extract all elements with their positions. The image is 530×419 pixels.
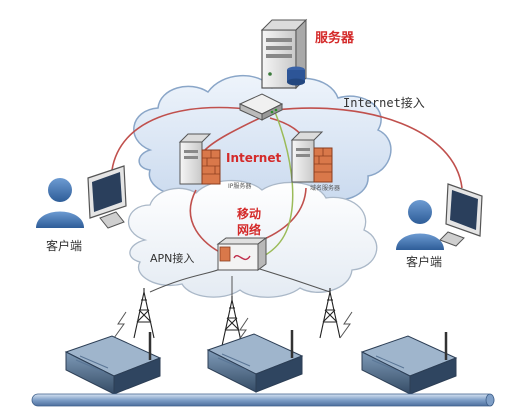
desktop-icon [87,165,127,229]
domain-server-label: 域名服务器 [310,184,340,192]
tower-icon [133,288,155,339]
internet-label: Internet [226,151,281,165]
tower-icon [221,296,243,347]
lightning-icon [113,311,127,339]
server-label: 服务器 [315,30,355,46]
client-right-label: 客户端 [406,254,442,269]
apn-access-label: APN接入 [150,252,194,265]
mobile-network-label-1: 移动 [237,206,261,221]
lightning-icon [339,311,353,339]
person-icon [396,200,444,250]
mobile-network-label-2: 网络 [237,222,261,237]
modem-icon [64,332,162,395]
person-icon [36,178,84,228]
gateway-icon [216,237,268,271]
firewall-server-icon [178,133,221,185]
client-left-label: 客户端 [46,238,82,253]
ip-server-label: IP服务器 [228,182,251,190]
internet-access-label: Internet接入 [343,95,425,110]
lightning-icon [235,317,249,345]
server-icon [260,18,308,90]
router-icon [238,93,284,121]
modem-icon [206,330,304,393]
bus-bar [31,393,495,407]
tower-icon [319,288,341,339]
modem-icon [360,332,458,395]
desktop-icon [439,183,483,247]
firewall-server-icon [290,131,333,183]
